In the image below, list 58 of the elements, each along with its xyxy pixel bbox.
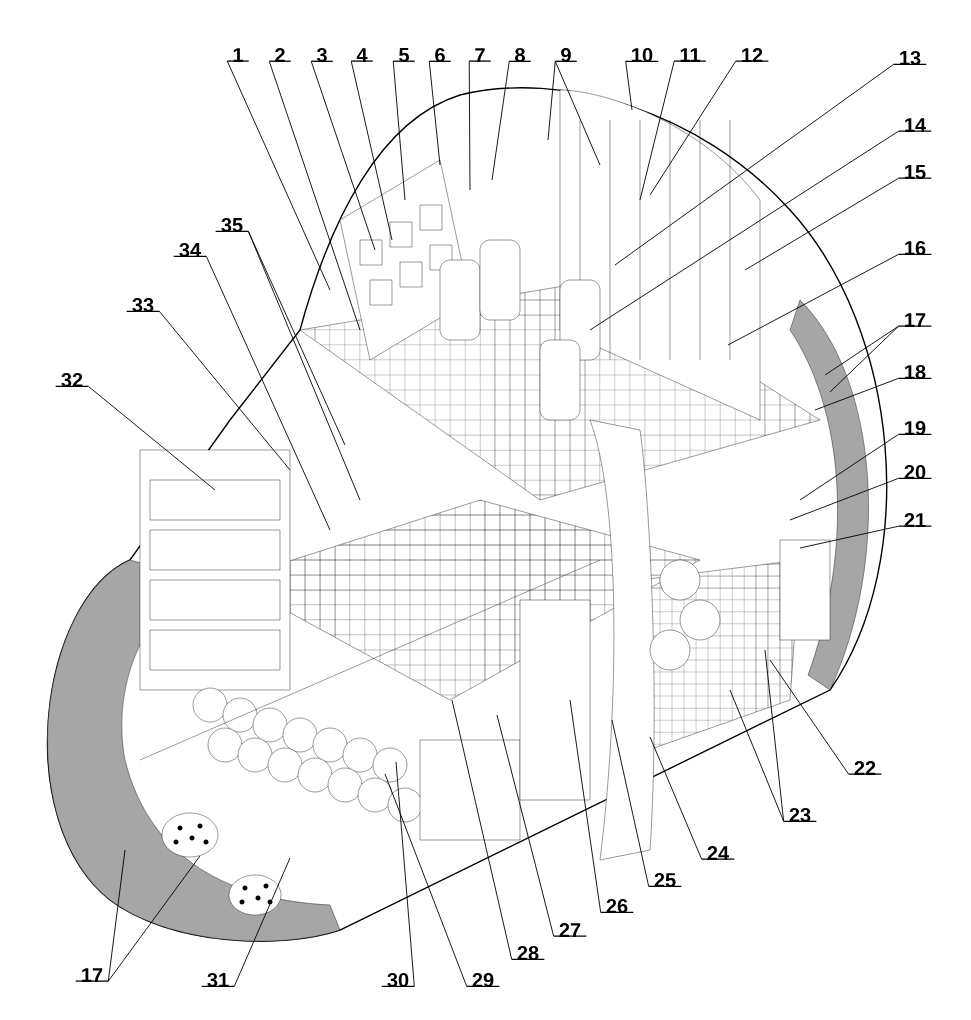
- callout-number: 3: [310, 47, 334, 63]
- leader-line: [554, 60, 601, 166]
- leader-line: [428, 60, 441, 166]
- callout-number: 14: [898, 118, 932, 132]
- leader-line: [451, 699, 513, 960]
- leader-line: [727, 253, 900, 346]
- callout-number: 24: [701, 846, 735, 860]
- leader-line: [395, 761, 415, 987]
- callout-number: 1: [226, 48, 250, 62]
- leader-line: [392, 60, 406, 201]
- callout-number: 21: [898, 513, 932, 527]
- leader-line: [814, 377, 900, 411]
- leader-line: [569, 699, 602, 913]
- leader-line: [496, 714, 555, 937]
- leader-line: [729, 689, 785, 822]
- leader-line: [764, 649, 785, 822]
- leader-line: [547, 60, 556, 141]
- leader-line: [789, 477, 900, 521]
- leader-line: [87, 385, 216, 491]
- leader-line: [310, 60, 376, 251]
- leader-line: [829, 325, 900, 393]
- leader-line: [491, 60, 510, 181]
- callout-number: 6: [428, 47, 452, 63]
- callout-number: 11: [673, 48, 707, 62]
- callout-number: 2: [268, 48, 292, 62]
- leader-line: [649, 60, 737, 196]
- leader-line: [639, 60, 675, 201]
- leader-line: [744, 177, 900, 271]
- callout-number: 17: [898, 313, 932, 327]
- leader-line: [107, 855, 201, 982]
- callout-number: 17: [75, 968, 109, 982]
- leader-line: [769, 659, 850, 775]
- callout-number: 4: [350, 48, 374, 62]
- leader-line: [226, 60, 331, 291]
- leader-line: [205, 255, 331, 531]
- leader-line: [589, 130, 900, 331]
- callout-number: 22: [848, 761, 882, 775]
- callout-number: 15: [898, 165, 932, 179]
- leader-line: [649, 736, 703, 860]
- leader-line: [247, 230, 361, 501]
- leader-line: [799, 525, 900, 549]
- callout-number: 27: [553, 923, 587, 937]
- leader-line: [350, 60, 393, 241]
- callout-number: 7: [468, 48, 492, 62]
- leader-line: [625, 60, 633, 111]
- leader-line: [614, 63, 895, 266]
- callout-number: 9: [554, 47, 578, 63]
- leader-line: [384, 773, 468, 987]
- callout-number: 8: [508, 47, 532, 63]
- leader-line: [468, 60, 471, 191]
- leader-line: [158, 310, 291, 471]
- leader-line: [611, 719, 650, 887]
- leader-line: [107, 849, 126, 982]
- leader-line: [799, 433, 900, 501]
- callout-number: 12: [735, 48, 769, 62]
- leader-line: [268, 60, 361, 331]
- callout-number: 5: [392, 48, 416, 62]
- leader-line: [233, 857, 291, 987]
